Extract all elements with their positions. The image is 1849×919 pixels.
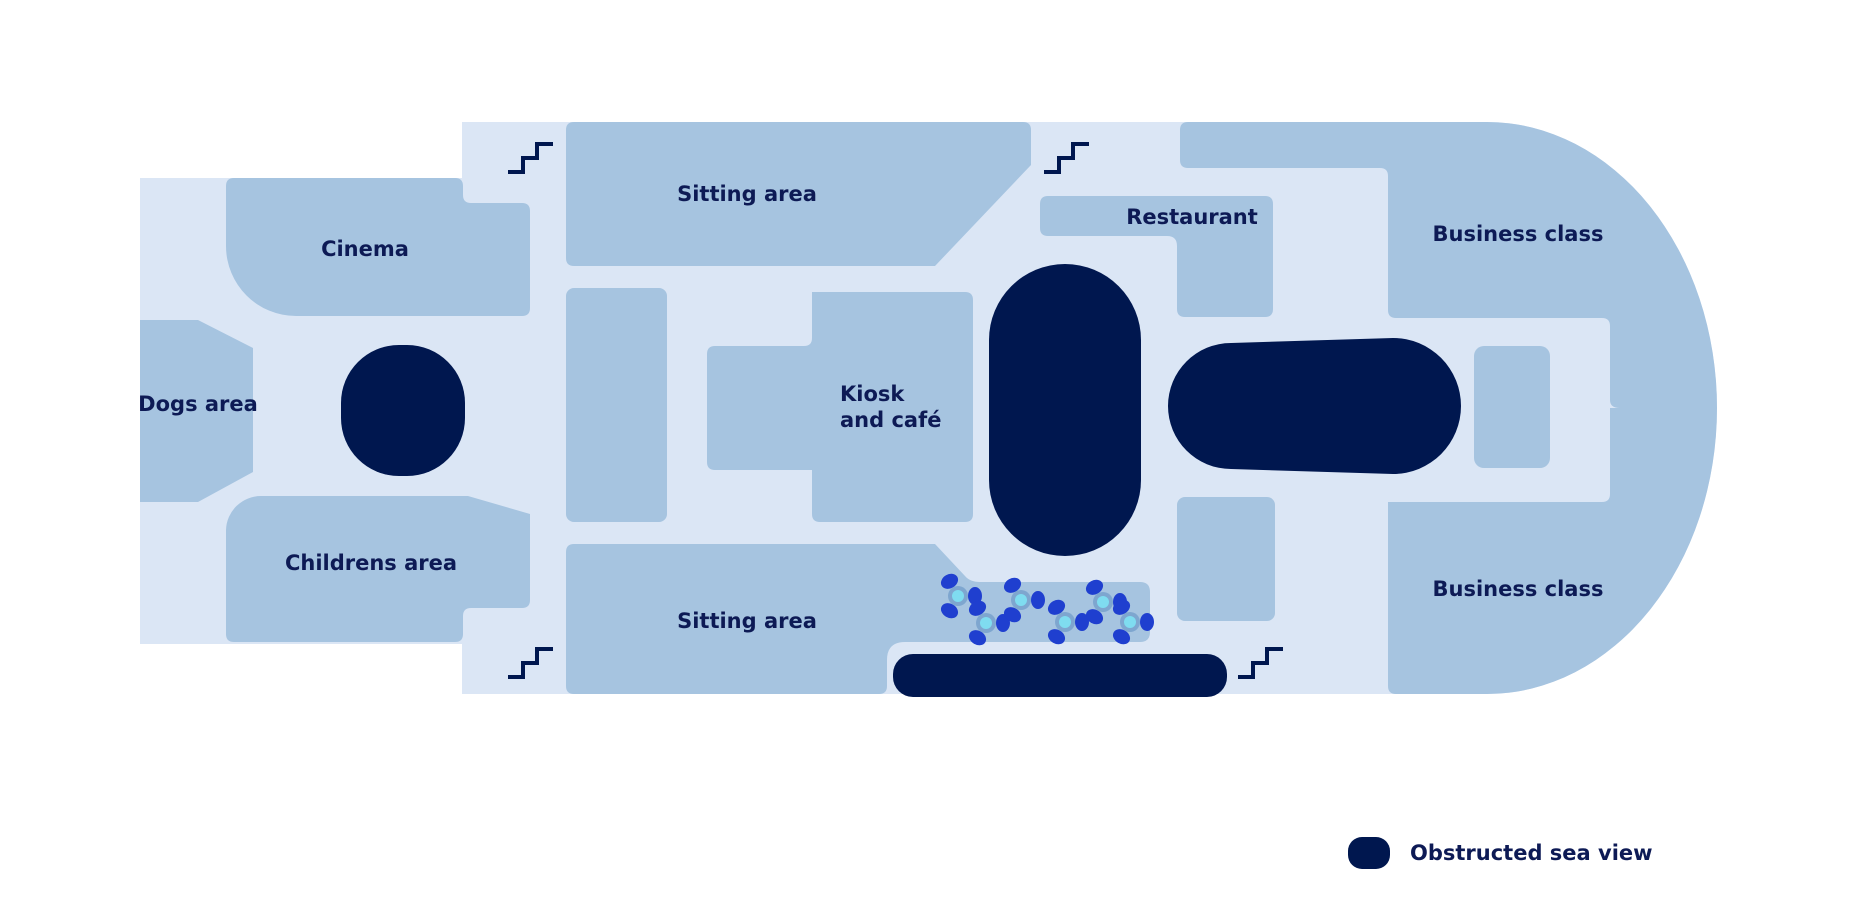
label-cinema: Cinema [321,237,409,261]
stairs-icon[interactable] [508,647,553,679]
room-childrens-area[interactable] [226,496,530,642]
legend: Obstructed sea view [1348,836,1653,870]
stairs-icon[interactable] [1044,142,1089,174]
room-sitting-area-top[interactable] [566,122,1031,266]
room-cinema[interactable] [226,178,530,316]
label-business-class-top: Business class [1433,222,1604,246]
room-kiosk-cafe[interactable] [707,292,973,522]
room-service-right[interactable] [1474,346,1550,468]
label-sitting-area-top: Sitting area [677,182,817,206]
legend-label: Obstructed sea view [1410,841,1653,865]
label-childrens-area: Childrens area [285,551,457,575]
room-sitting-area-bottom[interactable] [566,544,1150,694]
stairs-icon[interactable] [1238,647,1283,679]
table-with-chairs-icon [1112,599,1154,645]
label-business-class-bottom: Business class [1433,577,1604,601]
room-restaurant[interactable] [1040,196,1273,317]
label-restaurant: Restaurant [1126,205,1258,229]
label-dogs-area: Dogs area [138,392,258,416]
table-with-chairs-icon [1047,599,1089,645]
legend-swatch [1348,837,1390,869]
obstruction-central-capsule [989,264,1141,556]
label-kiosk: Kiosk [840,382,905,406]
stairs-icon[interactable] [508,142,553,174]
label-sitting-area-bottom: Sitting area [677,609,817,633]
room-business-class-top[interactable] [1180,122,1717,408]
obstruction-round-left [341,345,465,476]
seating-area [940,573,1154,646]
room-service-lower[interactable] [1177,497,1275,621]
label-kiosk-cafe: and café [840,408,941,432]
obstruction-tapered-right [1168,338,1461,474]
table-with-chairs-icon [1003,577,1045,623]
room-dogs-area[interactable] [140,320,253,502]
room-business-class-bottom[interactable] [1388,408,1717,694]
obstruction-bottom-bar [893,654,1227,697]
table-with-chairs-icon [940,573,982,619]
room-lounge-column[interactable] [566,288,667,522]
